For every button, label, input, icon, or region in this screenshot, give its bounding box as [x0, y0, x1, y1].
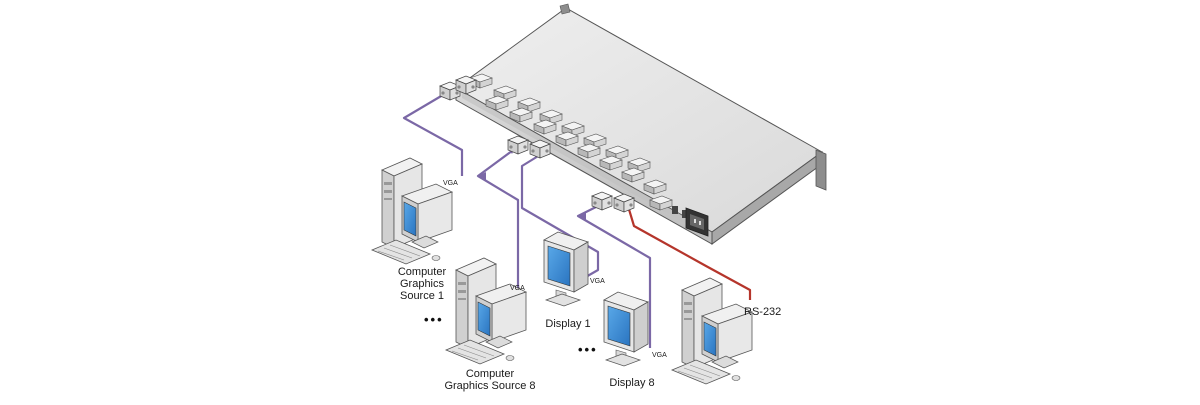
- plug-source1-b: [455, 75, 477, 95]
- plug-display8: [591, 191, 613, 211]
- monitor-icon: [603, 291, 649, 367]
- ellipsis-sources: •••: [424, 312, 444, 327]
- label-source1: Computer Graphics Source 1: [397, 266, 447, 302]
- rs232-cable: [626, 205, 752, 300]
- label-vga-display1: VGA: [590, 278, 605, 285]
- label-rs232: RS-232: [744, 306, 782, 318]
- cable-display1: [520, 149, 600, 279]
- cable-display8: [576, 203, 652, 348]
- label-source8: Computer Graphics Source 8: [444, 368, 536, 392]
- plug-source8: [507, 135, 529, 155]
- ellipsis-displays: •••: [578, 342, 598, 357]
- plug-rs232: [613, 193, 635, 213]
- computer-icon: [371, 157, 453, 265]
- computer-icon: [671, 277, 753, 385]
- label-vga-display8: VGA: [652, 352, 667, 359]
- vga-cables: [402, 91, 652, 348]
- monitor-icon: [543, 231, 589, 307]
- plug-display1: [529, 139, 551, 159]
- label-vga-source1: VGA: [443, 180, 458, 187]
- cable-source1: [402, 91, 464, 176]
- label-display8: Display 8: [609, 377, 655, 389]
- matrix-switcher-icon: [455, 3, 827, 245]
- label-display1: Display 1: [545, 318, 591, 330]
- label-vga-source8: VGA: [510, 285, 525, 292]
- cable-source8: [476, 147, 520, 292]
